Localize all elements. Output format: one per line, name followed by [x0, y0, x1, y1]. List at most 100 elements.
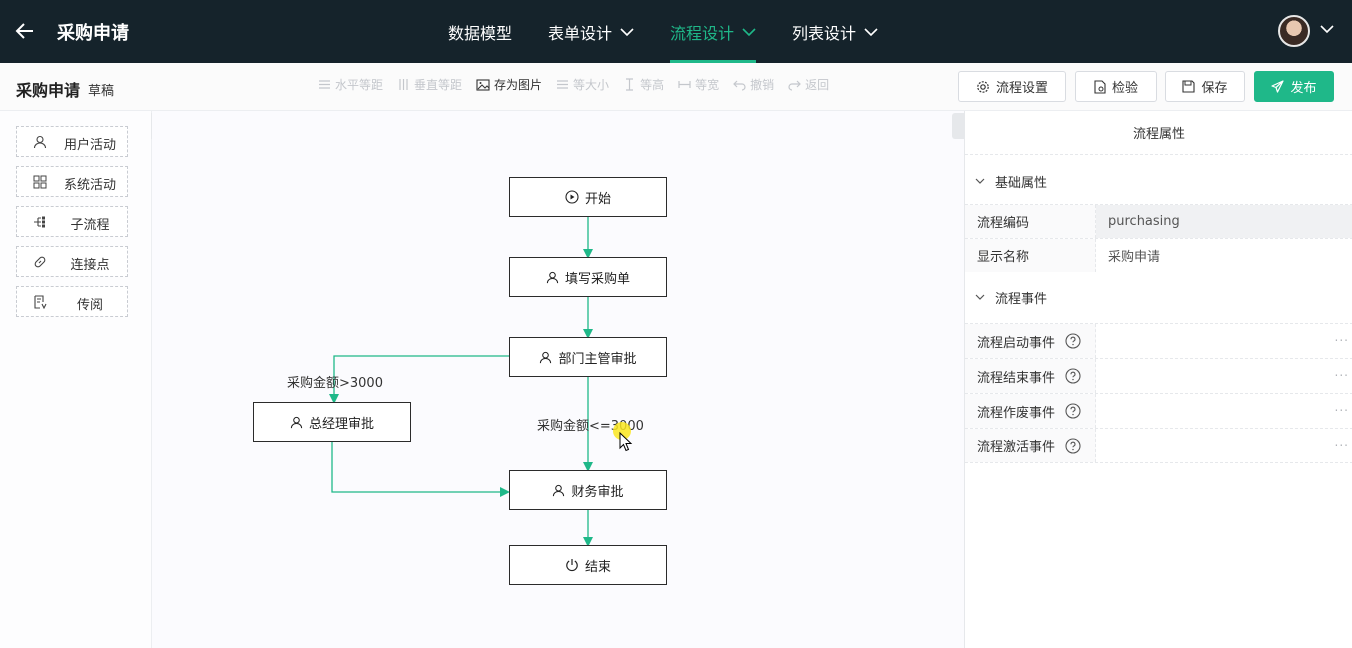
tool-label: 等大小: [573, 78, 610, 92]
event-value-field[interactable]: ···: [1096, 394, 1352, 428]
edge-gm-finance[interactable]: [331, 442, 510, 497]
event-value-field[interactable]: ···: [1096, 324, 1352, 358]
element-palette: 用户活动 系统活动 子流程 连接点 传阅: [0, 111, 152, 648]
button-label: 检验: [1111, 81, 1138, 96]
node-fill-purchase-order[interactable]: 填写采购单: [509, 257, 667, 297]
node-label: 财务审批: [571, 484, 624, 500]
nav-flow-design[interactable]: 流程设计: [652, 0, 774, 63]
chevron-down-icon: [864, 27, 878, 36]
back-arrow-icon[interactable]: [14, 20, 36, 42]
button-label: 保存: [1201, 81, 1228, 96]
tool-horizontal-distribute[interactable]: 水平等距: [318, 76, 383, 93]
flow-settings-button[interactable]: 流程设置: [958, 71, 1066, 102]
property-key: 流程启动事件: [977, 335, 1056, 351]
publish-button[interactable]: 发布: [1254, 71, 1334, 102]
tool-same-height[interactable]: 等高: [623, 76, 664, 93]
tool-label: 存为图片: [494, 78, 543, 92]
palette-label: 子流程: [70, 218, 110, 233]
user-icon: [33, 135, 47, 149]
help-icon[interactable]: [1065, 333, 1081, 349]
top-navbar: 采购申请 数据模型 表单设计 流程设计 列表设计: [0, 0, 1352, 63]
panel-title: 流程属性: [965, 111, 1352, 155]
send-icon: [1271, 80, 1285, 93]
palette-label: 连接点: [70, 258, 110, 273]
more-options-icon[interactable]: ···: [1334, 333, 1349, 348]
node-label: 结束: [584, 559, 611, 575]
event-row-activate: 流程激活事件 ···: [965, 428, 1352, 463]
collapse-right-panel-handle[interactable]: [952, 113, 966, 139]
tool-redo[interactable]: 返回: [788, 76, 829, 93]
more-options-icon[interactable]: ···: [1334, 403, 1349, 418]
node-label: 开始: [584, 191, 611, 207]
undo-icon: [733, 80, 746, 91]
chevron-down-icon[interactable]: [1320, 24, 1334, 34]
more-options-icon[interactable]: ···: [1334, 437, 1349, 452]
tool-label: 等宽: [695, 78, 720, 92]
document-title: 采购申请: [16, 81, 81, 100]
node-dept-approval[interactable]: 部门主管审批: [509, 337, 667, 377]
node-end[interactable]: 结束: [509, 545, 667, 585]
chevron-down-icon: [620, 27, 634, 36]
tool-undo[interactable]: 撤销: [733, 76, 774, 93]
property-row: 显示名称 采购申请: [965, 238, 1352, 272]
mouse-cursor-icon: [619, 432, 633, 452]
property-row: 流程编码 purchasing: [965, 204, 1352, 238]
tool-same-width[interactable]: 等宽: [678, 76, 719, 93]
palette-system-activity[interactable]: 系统活动: [16, 166, 128, 197]
palette-subprocess[interactable]: 子流程: [16, 206, 128, 237]
check-button[interactable]: 检验: [1075, 71, 1157, 102]
tool-label: 撤销: [750, 78, 775, 92]
display-name-field[interactable]: 采购申请: [1108, 250, 1161, 265]
tool-save-image[interactable]: 存为图片: [476, 76, 542, 93]
nav-label: 列表设计: [792, 23, 857, 43]
document-status: 草稿: [88, 84, 115, 99]
palette-user-activity[interactable]: 用户活动: [16, 126, 128, 157]
node-finance-approval[interactable]: 财务审批: [509, 470, 667, 510]
redo-icon: [788, 80, 801, 91]
section-label: 流程事件: [995, 291, 1048, 307]
node-gm-approval[interactable]: 总经理审批: [253, 402, 411, 442]
save-icon: [1182, 80, 1196, 93]
nav-data-model[interactable]: 数据模型: [430, 0, 530, 63]
tool-label: 等高: [640, 78, 665, 92]
section-basic-properties[interactable]: 基础属性: [965, 161, 1352, 201]
tool-same-size[interactable]: 等大小: [556, 76, 609, 93]
edge-label-gt-3000[interactable]: 采购金额>3000: [287, 376, 383, 391]
event-row-start: 流程启动事件 ···: [965, 323, 1352, 358]
edge-dept-gm[interactable]: [329, 355, 509, 404]
avatar[interactable]: [1278, 15, 1310, 47]
image-icon: [476, 78, 490, 91]
user-icon: [553, 484, 565, 496]
subprocess-icon: [34, 216, 45, 228]
event-value-field[interactable]: ···: [1096, 429, 1352, 462]
help-icon[interactable]: [1065, 403, 1081, 419]
gear-icon: [977, 80, 989, 93]
node-start[interactable]: 开始: [509, 177, 667, 217]
nav-label: 表单设计: [548, 23, 613, 43]
button-label: 发布: [1290, 81, 1317, 96]
event-row-void: 流程作废事件 ···: [965, 393, 1352, 428]
chevron-down-icon: [975, 178, 985, 184]
same-height-icon: [626, 78, 634, 91]
circulate-icon: [34, 295, 47, 309]
palette-label: 用户活动: [63, 138, 116, 153]
save-button[interactable]: 保存: [1165, 71, 1245, 102]
help-icon[interactable]: [1065, 368, 1081, 384]
property-key: 流程编码: [965, 205, 1096, 238]
user-icon: [290, 416, 303, 428]
tool-vertical-distribute[interactable]: 垂直等距: [397, 76, 462, 93]
nav-form-design[interactable]: 表单设计: [530, 0, 652, 63]
nav-list-design[interactable]: 列表设计: [774, 0, 896, 63]
chevron-down-icon: [742, 27, 756, 36]
palette-circulate[interactable]: 传阅: [16, 286, 128, 317]
more-options-icon[interactable]: ···: [1334, 368, 1349, 383]
palette-label: 系统活动: [63, 178, 116, 193]
palette-connection-point[interactable]: 连接点: [16, 246, 128, 277]
event-value-field[interactable]: ···: [1096, 359, 1352, 393]
section-flow-events[interactable]: 流程事件: [965, 277, 1352, 317]
help-icon[interactable]: [1065, 437, 1081, 454]
node-label: 总经理审批: [308, 416, 374, 432]
section-label: 基础属性: [995, 175, 1048, 191]
flow-code-field[interactable]: purchasing: [1096, 205, 1352, 238]
flow-canvas[interactable]: 开始 填写采购单 部门主管审批 总经理审批 财务审批 结束 采购金额>3000 …: [152, 111, 964, 648]
